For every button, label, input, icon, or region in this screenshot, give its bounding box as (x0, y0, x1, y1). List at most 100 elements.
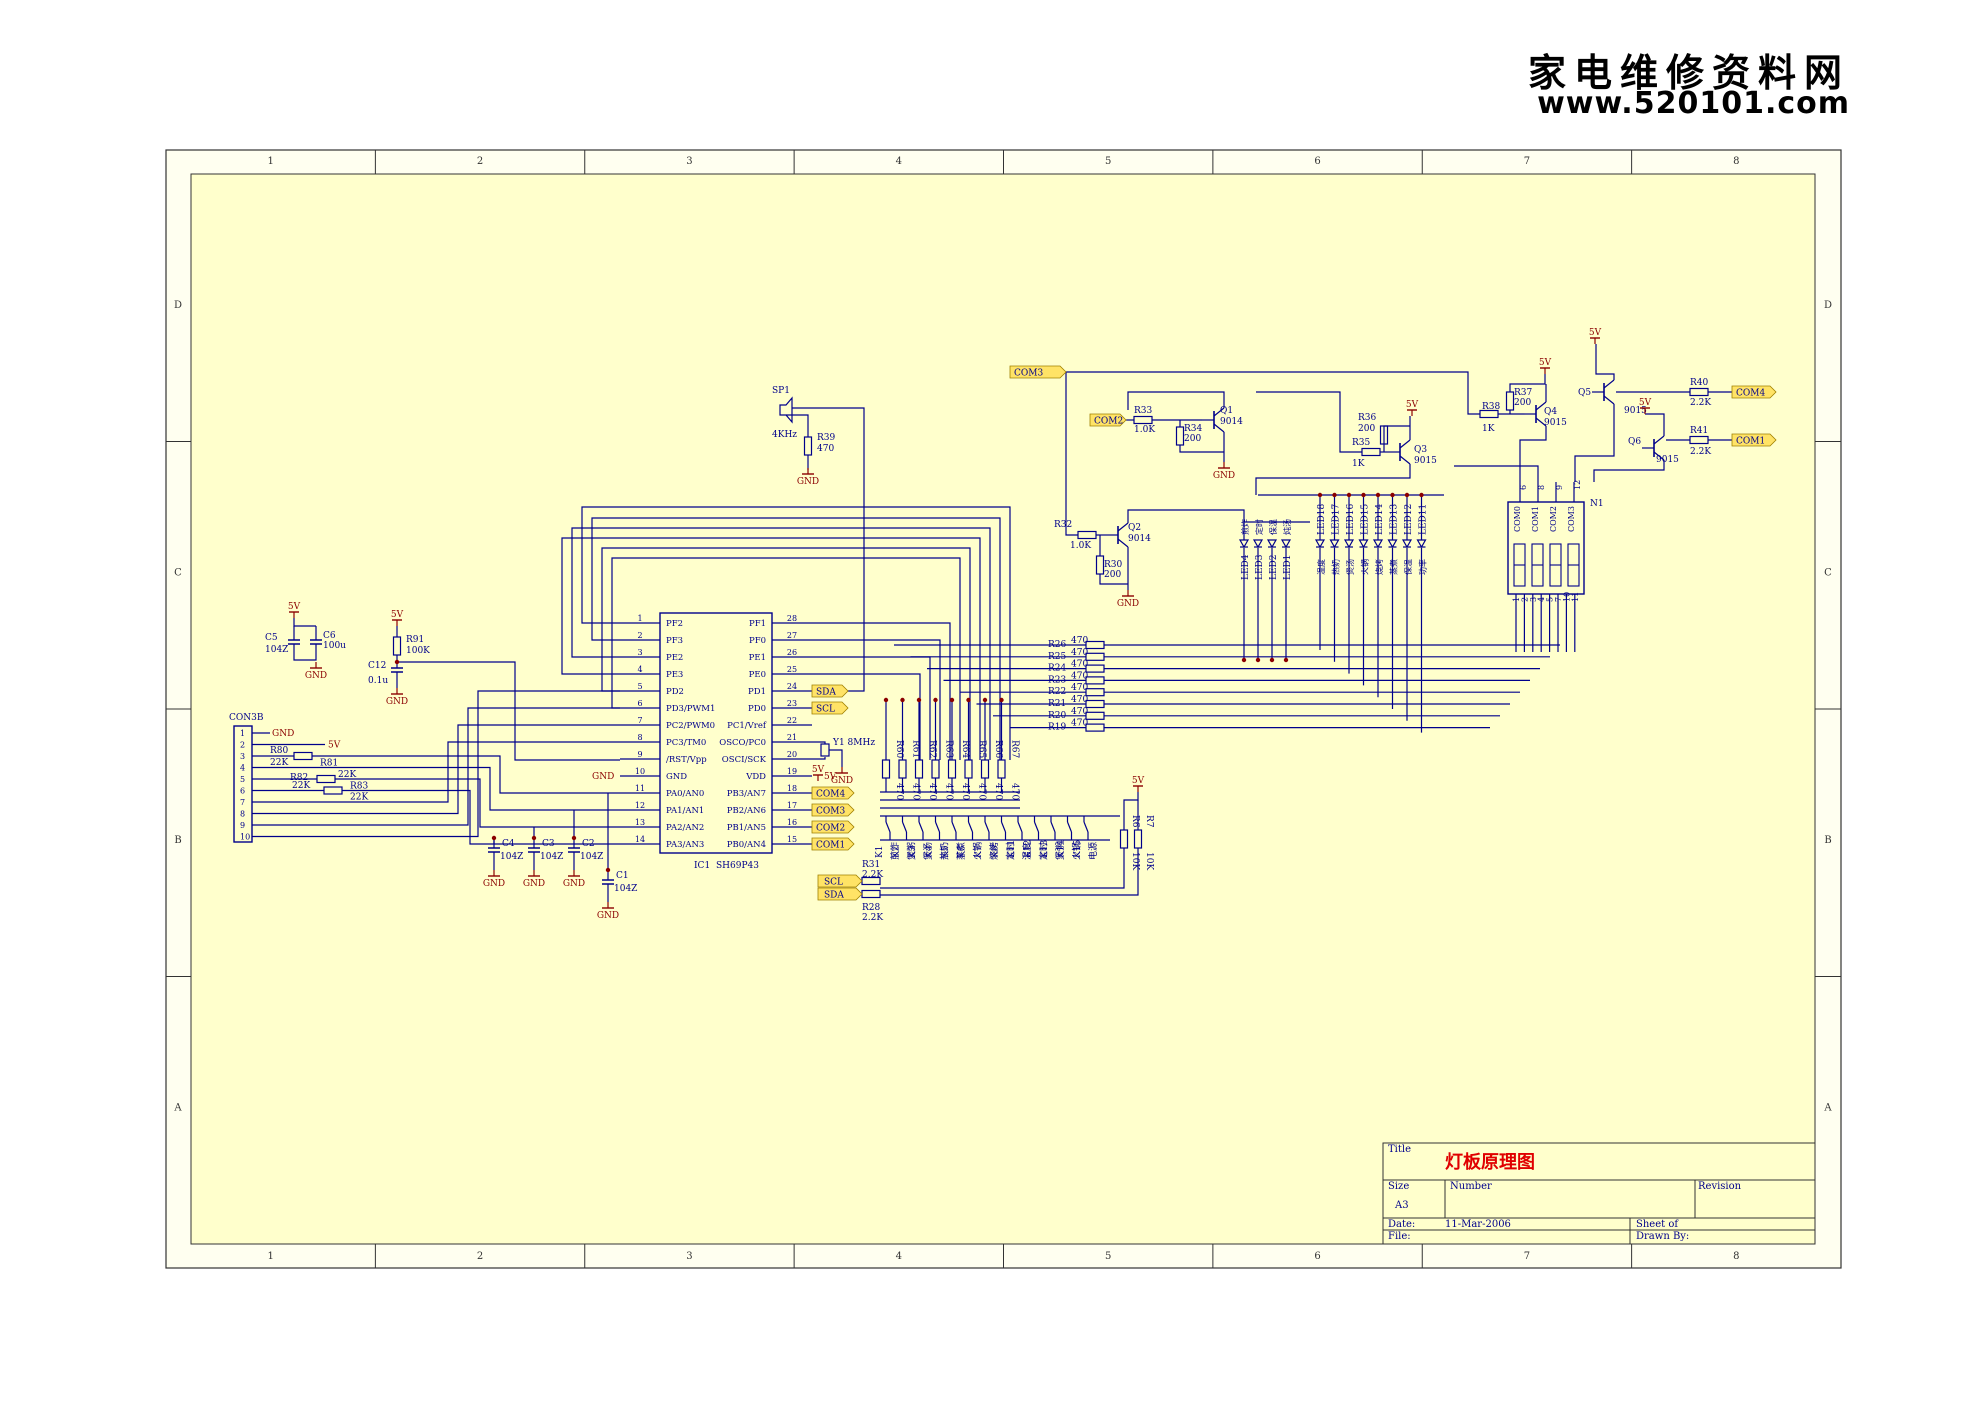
c1-ref: C1 (616, 871, 629, 881)
vcc-label: 5V (1639, 398, 1652, 408)
con3b-pin-number: 1 (240, 729, 245, 738)
tag-com4-text: COM4 (1736, 389, 1765, 399)
ic1-pin-number: 19 (787, 767, 797, 776)
led-label: 保温 (1403, 559, 1413, 575)
led-ref: LED14 (1375, 504, 1385, 535)
speaker-ref: SP1 (772, 386, 790, 396)
col-resistor-ref: R60 (894, 740, 904, 759)
led-ref: LED4 (1241, 554, 1251, 580)
wire (812, 639, 941, 760)
ic1-pin-name: PD1 (748, 687, 766, 697)
led-led4 (1238, 539, 1250, 549)
resistor-r37 (1505, 391, 1515, 411)
junction-dot (605, 867, 611, 873)
led-led12 (1401, 539, 1413, 549)
led-led13 (1387, 539, 1398, 549)
tag-sda-ic: SDA (811, 684, 849, 698)
wire (812, 673, 921, 760)
title-block: Title 灯板原理图 Size A3 Number Revision Date… (1382, 1142, 1816, 1245)
cap-c1 (602, 879, 614, 885)
r30-value: 200 (1104, 570, 1121, 580)
row-resistor-value: 470 (1071, 636, 1088, 646)
gnd-label: GND (305, 671, 327, 681)
display-com-label: COM0 (1513, 506, 1522, 532)
resistor-r83 (323, 786, 343, 795)
wire (611, 557, 961, 760)
zone-col-top: 2 (477, 156, 483, 167)
con3b-pin-number: 6 (240, 787, 245, 796)
led-label: 蒸煮 (1389, 559, 1399, 575)
resistor-r32 (1077, 530, 1097, 540)
r41-value: 2.2K (1690, 447, 1711, 457)
c4-value: 104Z (500, 852, 523, 862)
wire (1509, 374, 1546, 392)
tag-com1: COM1 (1731, 433, 1777, 447)
junction-dot (1283, 657, 1289, 663)
vcc-label: 5V (1539, 358, 1552, 368)
resistor-r40 (1689, 387, 1709, 397)
display-bottom-pin: 5 (1546, 597, 1555, 602)
led-ref: LED15 (1361, 504, 1371, 535)
key-label: 煎炸 (889, 842, 901, 860)
tag-com2: COM2 (1089, 413, 1127, 427)
display-top-pin: 12 (1573, 480, 1582, 490)
display-bottom-pin: 10 (1562, 592, 1571, 602)
wire (829, 749, 843, 767)
led-label: 炖汤 (1282, 519, 1292, 535)
display-n1 (1507, 501, 1585, 595)
row-resistor-ref: R20 (1048, 711, 1067, 721)
row-resistor-ref: R19 (1048, 723, 1067, 733)
col-resistor-ref: R66 (993, 740, 1003, 759)
wire (396, 655, 620, 761)
ic-gnd-label: GND (592, 772, 614, 782)
zone-col-bottom: 5 (1105, 1251, 1111, 1262)
resistor-r24 (1085, 664, 1105, 673)
r36-value: 200 (1358, 424, 1375, 434)
wire (591, 517, 1001, 760)
ic1-pin-number: 23 (787, 699, 797, 708)
r41-ref: R41 (1690, 426, 1708, 436)
led-ref: LED2 (1269, 555, 1279, 581)
transistor-q3 (1388, 439, 1411, 465)
junction-dot (1346, 492, 1352, 498)
ic1-pin-number: 26 (787, 648, 797, 657)
ic1-pin-name: PE3 (666, 670, 683, 680)
ground-symbol: GND (523, 870, 545, 889)
zone-row-right: B (1824, 835, 1831, 846)
ic1-pin-name: PF3 (666, 636, 683, 646)
wire (581, 506, 1011, 760)
wire (335, 778, 620, 828)
con3b-pin-number: 5 (240, 775, 245, 784)
tag-sda-ic-text: SDA (816, 688, 836, 698)
junction-dot (916, 697, 922, 703)
drawn-by-label: Drawn By: (1636, 1231, 1689, 1242)
q6-ref: Q6 (1628, 437, 1641, 447)
gnd-label: GND (1213, 471, 1235, 481)
r35-value: 1K (1352, 459, 1365, 469)
zone-row-left: B (174, 835, 181, 846)
led-label: 热奶 (1331, 559, 1341, 575)
display-com-label: COM2 (1549, 506, 1558, 532)
col-resistor-value: 470 (894, 783, 904, 800)
r38-value: 1K (1482, 424, 1495, 434)
junction-dot (999, 697, 1004, 703)
wire (1645, 413, 1665, 436)
wire (293, 644, 317, 661)
r37-ref: R37 (1514, 388, 1533, 398)
row-resistor-ref: R22 (1048, 687, 1066, 697)
tag-com3-ic: COM3 (811, 803, 855, 817)
con3b-pin-number: 9 (240, 821, 245, 830)
c5-value: 104Z (265, 645, 288, 655)
wire (1179, 445, 1224, 453)
ic1-pin-number: 2 (637, 631, 642, 640)
r32-value: 1.0K (1070, 541, 1091, 551)
size-value: A3 (1394, 1200, 1409, 1211)
ic1-pin-name: PE0 (749, 670, 766, 680)
key-ref: K5 (941, 845, 951, 858)
ic1-pin-name: VDD (745, 772, 766, 782)
ground-symbol: GND (1117, 590, 1139, 609)
row-resistor-ref: R23 (1048, 675, 1067, 685)
resistor-r22 (1085, 688, 1105, 697)
cap-c12 (391, 667, 403, 673)
r31-ref: R31 (862, 860, 880, 870)
